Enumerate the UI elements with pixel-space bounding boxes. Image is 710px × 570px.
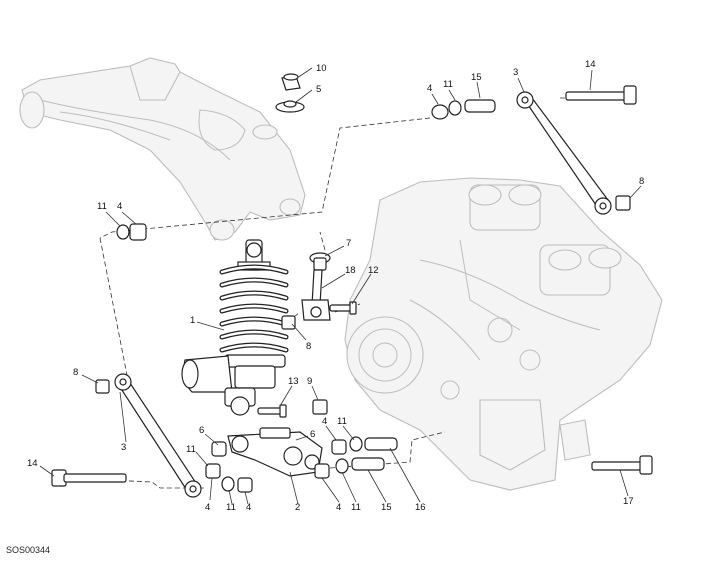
callout-8: 8: [639, 176, 644, 187]
callout-11: 11: [351, 502, 361, 513]
link-pin-7: [309, 252, 331, 271]
callout-14: 14: [27, 458, 38, 469]
document-code: SOS00344: [6, 545, 51, 555]
callout-7: 7: [346, 238, 351, 249]
upper-bushing: [431, 99, 496, 120]
callout-11: 11: [97, 201, 107, 212]
callout-9: 9: [307, 376, 312, 387]
washer-11-left: [116, 224, 130, 240]
callout-15: 15: [381, 502, 392, 513]
callout-6: 6: [199, 425, 204, 436]
callout-11: 11: [337, 416, 347, 427]
callout-11: 11: [226, 502, 236, 513]
callout-8: 8: [73, 367, 78, 378]
link-arm-18: [301, 269, 331, 321]
callout-2: 2: [295, 502, 300, 513]
callout-11: 11: [443, 79, 453, 90]
bolt-12: [329, 301, 357, 315]
callout-4: 4: [322, 416, 327, 427]
callout-16: 16: [415, 502, 426, 513]
lower-bushings: [205, 436, 398, 493]
callout-12: 12: [368, 265, 379, 276]
upper-link-rod: [516, 91, 612, 215]
nut-9: [312, 399, 328, 415]
callout-11: 11: [186, 444, 196, 455]
bolt-13: [257, 404, 287, 418]
nut-8-mid: [281, 315, 296, 330]
callout-3: 3: [513, 67, 518, 78]
callout-5: 5: [316, 84, 321, 95]
washer-5: [275, 100, 305, 113]
callout-13: 13: [288, 376, 299, 387]
engine-ghost: [344, 177, 663, 491]
callout-4: 4: [427, 83, 432, 94]
callout-10: 10: [316, 63, 327, 74]
callout-4: 4: [117, 201, 122, 212]
callout-14: 14: [585, 59, 596, 70]
frame-ghost: [19, 57, 306, 241]
nut-10: [281, 73, 301, 91]
callout-8: 8: [306, 341, 311, 352]
callout-1: 1: [190, 315, 195, 326]
bushing-4-left: [129, 223, 147, 241]
callout-4: 4: [246, 502, 251, 513]
leader-lines: [39, 67, 642, 505]
lower-left-bolt: [51, 469, 127, 487]
shock-absorber: [181, 239, 289, 416]
callout-4: 4: [205, 502, 210, 513]
nut-8-upper: [615, 195, 631, 211]
bolt-17: [591, 455, 653, 475]
callout-4: 4: [336, 502, 341, 513]
callout-17: 17: [623, 496, 634, 507]
lower-link-rod: [114, 373, 202, 498]
callout-3: 3: [121, 442, 126, 453]
upper-bolt: [565, 85, 637, 105]
callout-15: 15: [471, 72, 482, 83]
callout-numbers: 10 5 4 11 15 3 14 8 11 4 7 18 12 1 8 8 1…: [27, 59, 644, 513]
rocker-2: [227, 427, 323, 477]
callout-18: 18: [345, 265, 356, 276]
nut-8-left: [95, 379, 110, 394]
callout-6: 6: [310, 429, 315, 440]
